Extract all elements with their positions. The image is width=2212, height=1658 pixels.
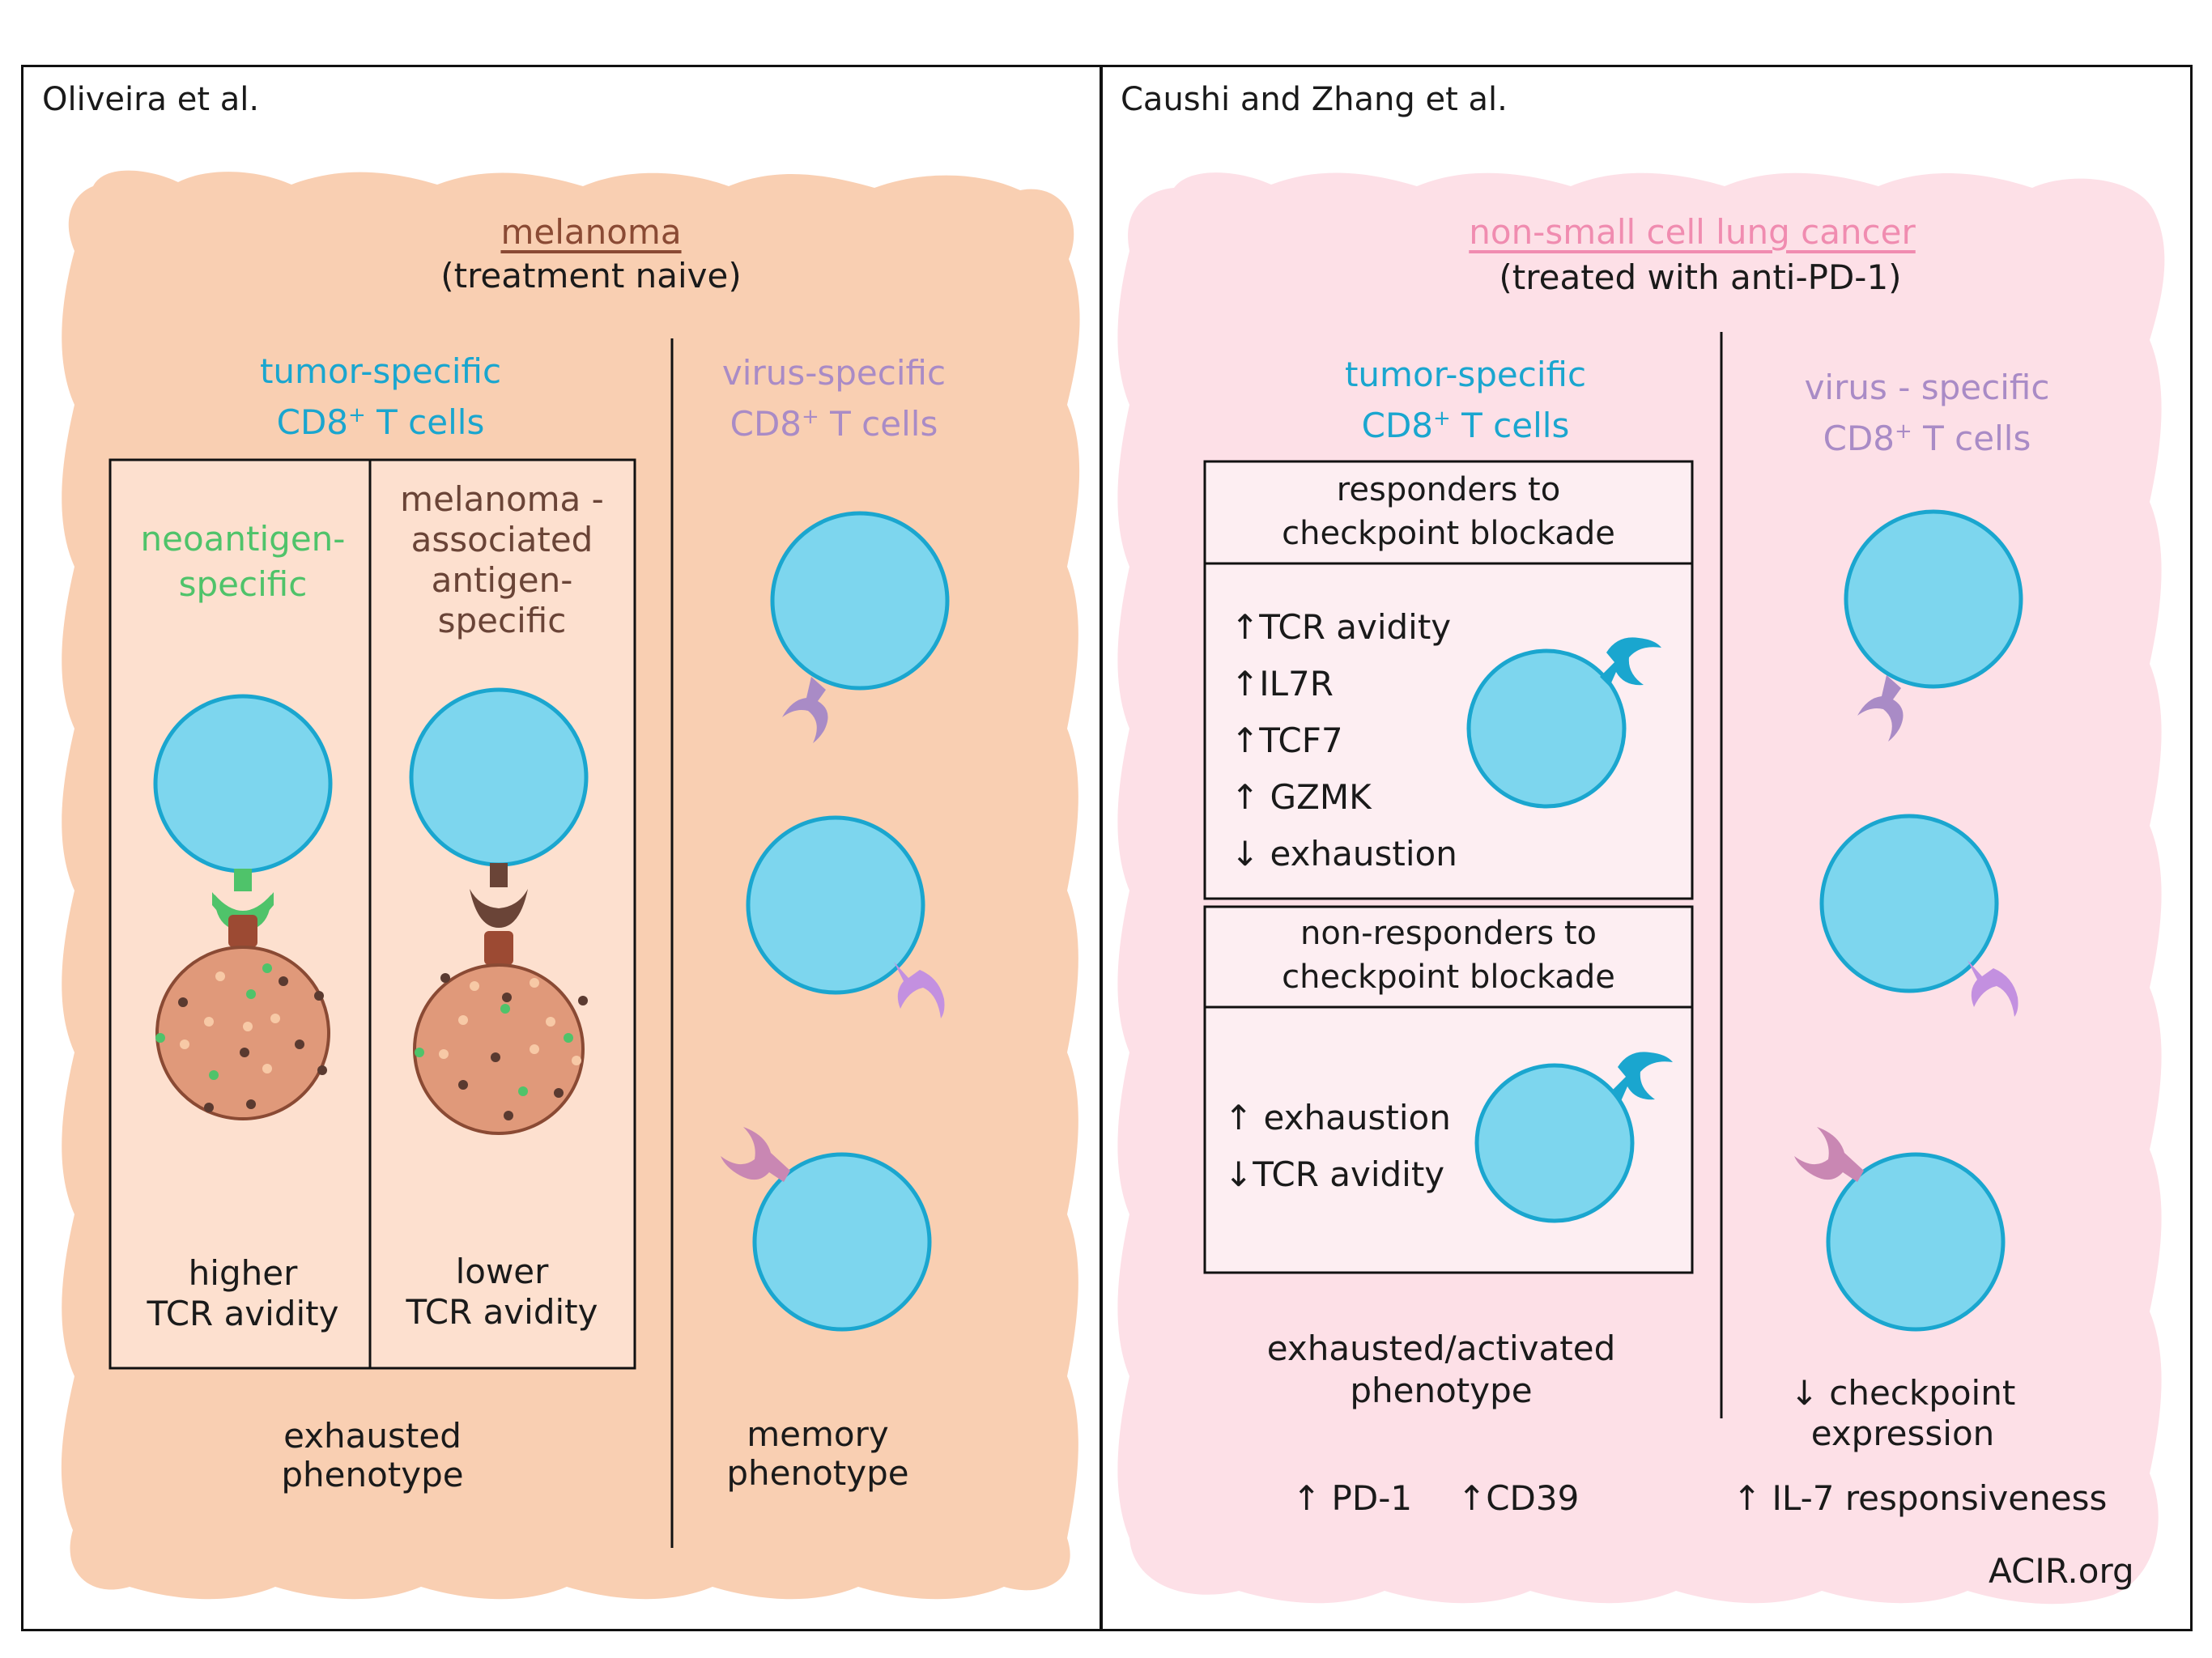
maa-t-cell [409,687,589,867]
neoantigen-tumor-cell [155,946,330,1120]
responders-item: ↑TCR avidity [1231,607,1452,647]
non-responders-item: ↑ exhaustion [1224,1098,1451,1137]
right-exhausted-line1: exhausted/activated [1266,1329,1616,1368]
cd39-marker: ↑CD39 [1457,1478,1580,1518]
melanoma-treatment: (treatment naive) [440,256,742,295]
credit-label: ACIR.org [1989,1551,2134,1591]
maa-line4: specific [437,601,567,640]
tumor-specific-line1: tumor-specific [259,351,502,391]
memory-label: memory phenotype [696,1415,939,1493]
checkpoint-line2: expression [1810,1414,1995,1453]
responders-header: responders to checkpoint blockade [1205,468,1692,555]
non-responders-header: non-responders to checkpoint blockade [1205,912,1692,999]
maa-line2: associated [410,520,593,559]
cd8-t-cells-line-virus: CD8+ T cells [730,404,938,444]
right-virus-tcr-3 [1794,1127,1864,1182]
lower-line1: lower [455,1252,549,1291]
memory-line1: memory [747,1414,889,1454]
lower-avidity-label: lower TCR avidity [381,1252,623,1333]
maa-tumor-dots [415,973,588,1120]
non-responder-t-cell [1474,1063,1635,1223]
tumor-specific-box [108,458,636,1370]
right-virus-t-cell-3 [1826,1152,2006,1332]
responders-item: ↑TCF7 [1231,721,1343,760]
responders-item: ↓ exhaustion [1231,834,1457,874]
checkpoint-line1: ↓ checkpoint [1789,1373,2016,1413]
right-virus-t-cell-1 [1844,509,2023,689]
neoantigen-label: neoantigen- specific [121,517,364,607]
right-panel [1100,65,2193,1631]
non-responders-header-line1: non-responders to [1300,915,1597,952]
responders-header-line2: checkpoint blockade [1282,515,1615,552]
right-cd8-t-cells-line: CD8+ T cells [1361,406,1570,445]
responders-header-line1: responders to [1336,471,1561,508]
lower-line2: TCR avidity [406,1292,598,1332]
exhausted-line2: phenotype [281,1455,464,1494]
virus-tcr-3 [721,1127,790,1182]
nsclc-title: non-small cell lung cancer [1469,212,1916,252]
nsclc-treatment: (treated with anti-PD-1) [1499,257,1902,297]
responder-t-cell [1466,648,1627,809]
neoantigen-line1: neoantigen- [140,519,346,559]
melanoma-title: melanoma [500,212,682,252]
maa-tcr [470,889,528,928]
responders-item: ↑ GZMK [1231,777,1372,817]
virus-tcr-2 [894,962,945,1018]
right-tumor-specific-line1: tumor-specific [1344,355,1587,394]
checkpoint-label: ↓ checkpoint expression [1765,1373,2040,1454]
virus-specific-line1: virus-specific [721,353,946,393]
neoantigen-line2: specific [178,564,308,604]
non-responders-header-line2: checkpoint blockade [1282,959,1615,996]
virus-t-cell-1 [770,511,950,691]
responder-tcr [1600,637,1661,687]
left-study-label: Oliveira et al. [42,81,260,118]
exhausted-line1: exhausted [283,1416,462,1456]
il7-label: ↑ IL-7 responsiveness [1733,1478,2108,1518]
non-responder-tcr [1611,1052,1673,1101]
cd8-t-cells-line: CD8+ T cells [276,402,485,442]
left-exhausted-label: exhausted phenotype [251,1417,494,1494]
non-responders-list: ↑ exhaustion ↓TCR avidity [1224,1090,1451,1203]
neoantigen-t-cell [153,694,333,874]
right-exhausted-label: exhausted/activated phenotype [1239,1328,1644,1412]
responders-item: ↑IL7R [1231,664,1334,704]
maa-line1: melanoma - [400,479,604,519]
right-virus-specific-label: virus - specific CD8+ T cells [1773,366,2081,461]
virus-t-cell-2 [746,815,925,995]
maa-label: melanoma - associated antigen- specific [381,479,623,641]
virus-tcr-1 [782,677,828,743]
right-exhausted-line2: phenotype [1350,1371,1533,1410]
right-virus-tcr-1 [1857,675,1904,742]
right-cd8-t-cells-line-virus: CD8+ T cells [1823,419,2031,458]
maa-line3: antigen- [431,560,573,600]
non-responders-item: ↓TCR avidity [1224,1154,1445,1194]
right-virus-specific-line1: virus - specific [1804,368,2050,407]
maa-tcr-stem [490,863,508,887]
virus-t-cell-3 [752,1152,932,1332]
maa-tumor-cell [413,963,585,1135]
neoantigen-tcr-stem [234,869,252,891]
right-virus-t-cell-2 [1819,814,1999,993]
higher-line1: higher [188,1253,298,1293]
right-study-label: Caushi and Zhang et al. [1121,81,1508,118]
left-virus-specific-label: virus-specific CD8+ T cells [680,351,988,446]
responders-list: ↑TCR avidity ↑IL7R ↑TCF7 ↑ GZMK ↓ exhaus… [1231,599,1457,882]
maa-mhc [484,931,513,965]
left-tumor-specific-label: tumor-specific CD8+ T cells [211,350,551,444]
pd1-marker: ↑ PD-1 [1292,1478,1413,1518]
higher-line2: TCR avidity [147,1294,339,1333]
higher-avidity-label: higher TCR avidity [121,1253,364,1334]
neoantigen-mhc [228,915,257,947]
memory-line2: phenotype [726,1453,909,1493]
right-tumor-specific-label: tumor-specific CD8+ T cells [1295,353,1636,448]
right-virus-tcr-2 [1967,960,2018,1017]
neoantigen-tumor-dots [155,963,327,1112]
